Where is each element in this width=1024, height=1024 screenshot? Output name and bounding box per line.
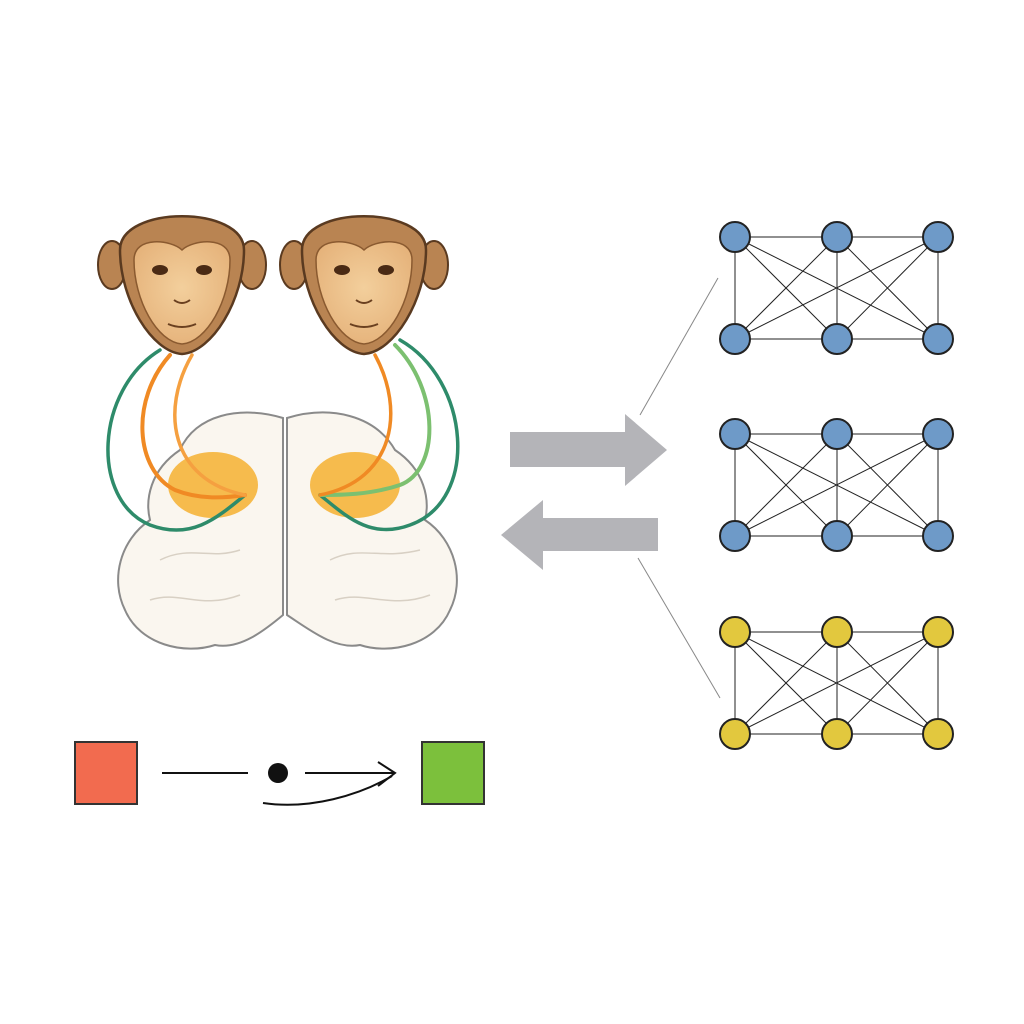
network-node [719, 323, 751, 355]
network-node [922, 323, 954, 355]
network-edge [734, 433, 838, 537]
network-node [821, 520, 853, 552]
network-node [719, 520, 751, 552]
network-node [821, 418, 853, 450]
network-node [719, 221, 751, 253]
network-edge [836, 631, 939, 735]
network-edge [734, 236, 838, 340]
network-node [922, 221, 954, 253]
network-node [922, 718, 954, 750]
neural-pathways [106, 338, 460, 532]
network-edge [734, 631, 838, 735]
network-graph [719, 616, 954, 750]
amygdala-highlight-right [310, 452, 400, 518]
network-graph [719, 221, 954, 355]
network-edge [836, 433, 939, 537]
network-node [821, 616, 853, 648]
monkey-face-icon [97, 215, 267, 356]
arrow-right-icon [510, 414, 667, 486]
network-node [821, 221, 853, 253]
network-node [719, 418, 751, 450]
arrow-right-icon [262, 761, 397, 806]
network-edge [836, 236, 939, 340]
network-node [922, 520, 954, 552]
connector-line-top [639, 277, 719, 416]
network-edge [734, 236, 939, 340]
network-node [922, 616, 954, 648]
green-square-icon [421, 741, 485, 805]
network-edge [734, 631, 939, 735]
network-graph [719, 418, 954, 552]
red-square-icon [74, 741, 138, 805]
network-node [821, 323, 853, 355]
dot-icon [268, 763, 288, 783]
network-edge [734, 433, 939, 537]
connector-line-bottom [637, 557, 721, 699]
network-node [821, 718, 853, 750]
arrow-left-icon [501, 500, 658, 570]
monkey-face-icon [279, 215, 449, 356]
network-node [922, 418, 954, 450]
network-node [719, 718, 751, 750]
network-node [719, 616, 751, 648]
